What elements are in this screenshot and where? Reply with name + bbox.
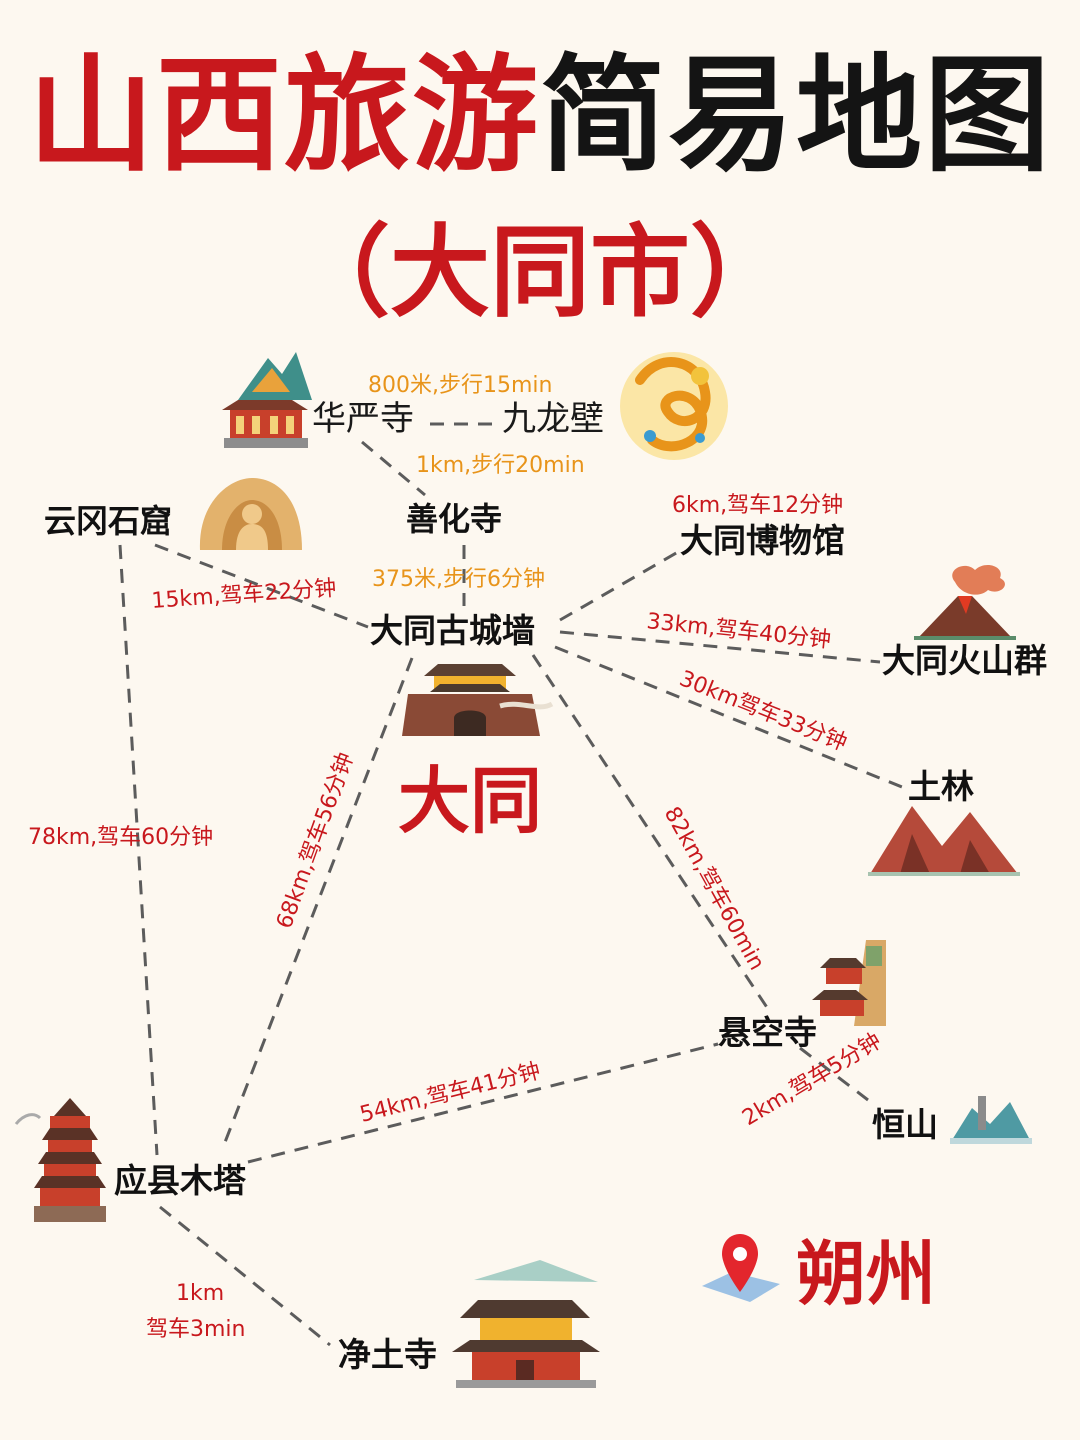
map-pin-icon xyxy=(702,1234,780,1302)
route-label-yungang-muta: 78km,驾车60分钟 xyxy=(28,825,213,850)
hengshan-mountain-icon xyxy=(950,1096,1032,1144)
route-huayan-shanhua xyxy=(361,440,426,497)
place-museum: 大同博物馆 xyxy=(680,521,845,560)
route-label-huayan-shanhua: 1km,步行20min xyxy=(416,453,585,478)
route-label-xuankong: 82km,驾车60min xyxy=(659,803,769,975)
city-datong: 大同 xyxy=(398,759,542,843)
route-label-huayan-jiulong: 800米,步行15min xyxy=(368,373,552,398)
grotto-buddha-icon xyxy=(199,478,302,550)
route-lines xyxy=(118,422,903,1347)
city-shuozhou: 朔州 xyxy=(796,1233,936,1315)
wooden-pagoda-icon xyxy=(14,1098,106,1222)
route-label-muta-jingtu-time: 驾车3min xyxy=(146,1317,245,1342)
route-yungang-muta xyxy=(118,544,159,1156)
place-tulin: 土林 xyxy=(908,767,974,806)
city-gate-icon xyxy=(402,664,554,736)
place-shanhua: 善化寺 xyxy=(406,500,502,538)
page-title: 山西旅游简易地图 xyxy=(0,40,1080,190)
dragon-icon xyxy=(620,352,728,460)
place-jingtu: 净土寺 xyxy=(338,1335,437,1374)
route-wall-volcano xyxy=(559,630,881,664)
page-subtitle: （大同市） xyxy=(290,213,790,331)
route-label-tulin: 30km驾车33分钟 xyxy=(676,666,851,756)
route-wall-muta xyxy=(220,657,414,1151)
red-mountains-icon xyxy=(868,806,1020,876)
place-jiulong: 九龙壁 xyxy=(502,399,604,439)
route-label-muta-jingtu-distance: 1km xyxy=(176,1281,224,1306)
title-red-part: 山西旅游 xyxy=(28,41,540,189)
volcano-icon xyxy=(914,564,1016,640)
route-label-museum: 6km,驾车12分钟 xyxy=(672,493,843,518)
place-citywall: 大同古城墙 xyxy=(370,611,535,650)
route-label-muta-xuankong: 54km,驾车41分钟 xyxy=(357,1059,543,1128)
temple-mountain-icon xyxy=(222,352,312,448)
place-hengshan: 恒山 xyxy=(872,1105,938,1144)
route-label-yungang-wall: 15km,驾车22分钟 xyxy=(151,576,337,614)
place-huayan: 华严寺 xyxy=(312,399,414,439)
route-label-shanhua-wall: 375米,步行6分钟 xyxy=(372,567,545,592)
place-xuankong: 悬空寺 xyxy=(718,1013,817,1052)
place-yungang: 云冈石窟 xyxy=(44,502,172,540)
jingtu-temple-icon xyxy=(452,1260,600,1388)
route-label-volcano: 33km,驾车40分钟 xyxy=(645,609,832,653)
route-muta-jingtu xyxy=(159,1205,331,1347)
title-black-part: 简易地图 xyxy=(540,41,1052,189)
place-volcano: 大同火山群 xyxy=(882,641,1047,680)
place-muta: 应县木塔 xyxy=(114,1161,247,1200)
hanging-temple-icon xyxy=(812,940,886,1026)
route-muta-xuankong xyxy=(247,1042,719,1164)
